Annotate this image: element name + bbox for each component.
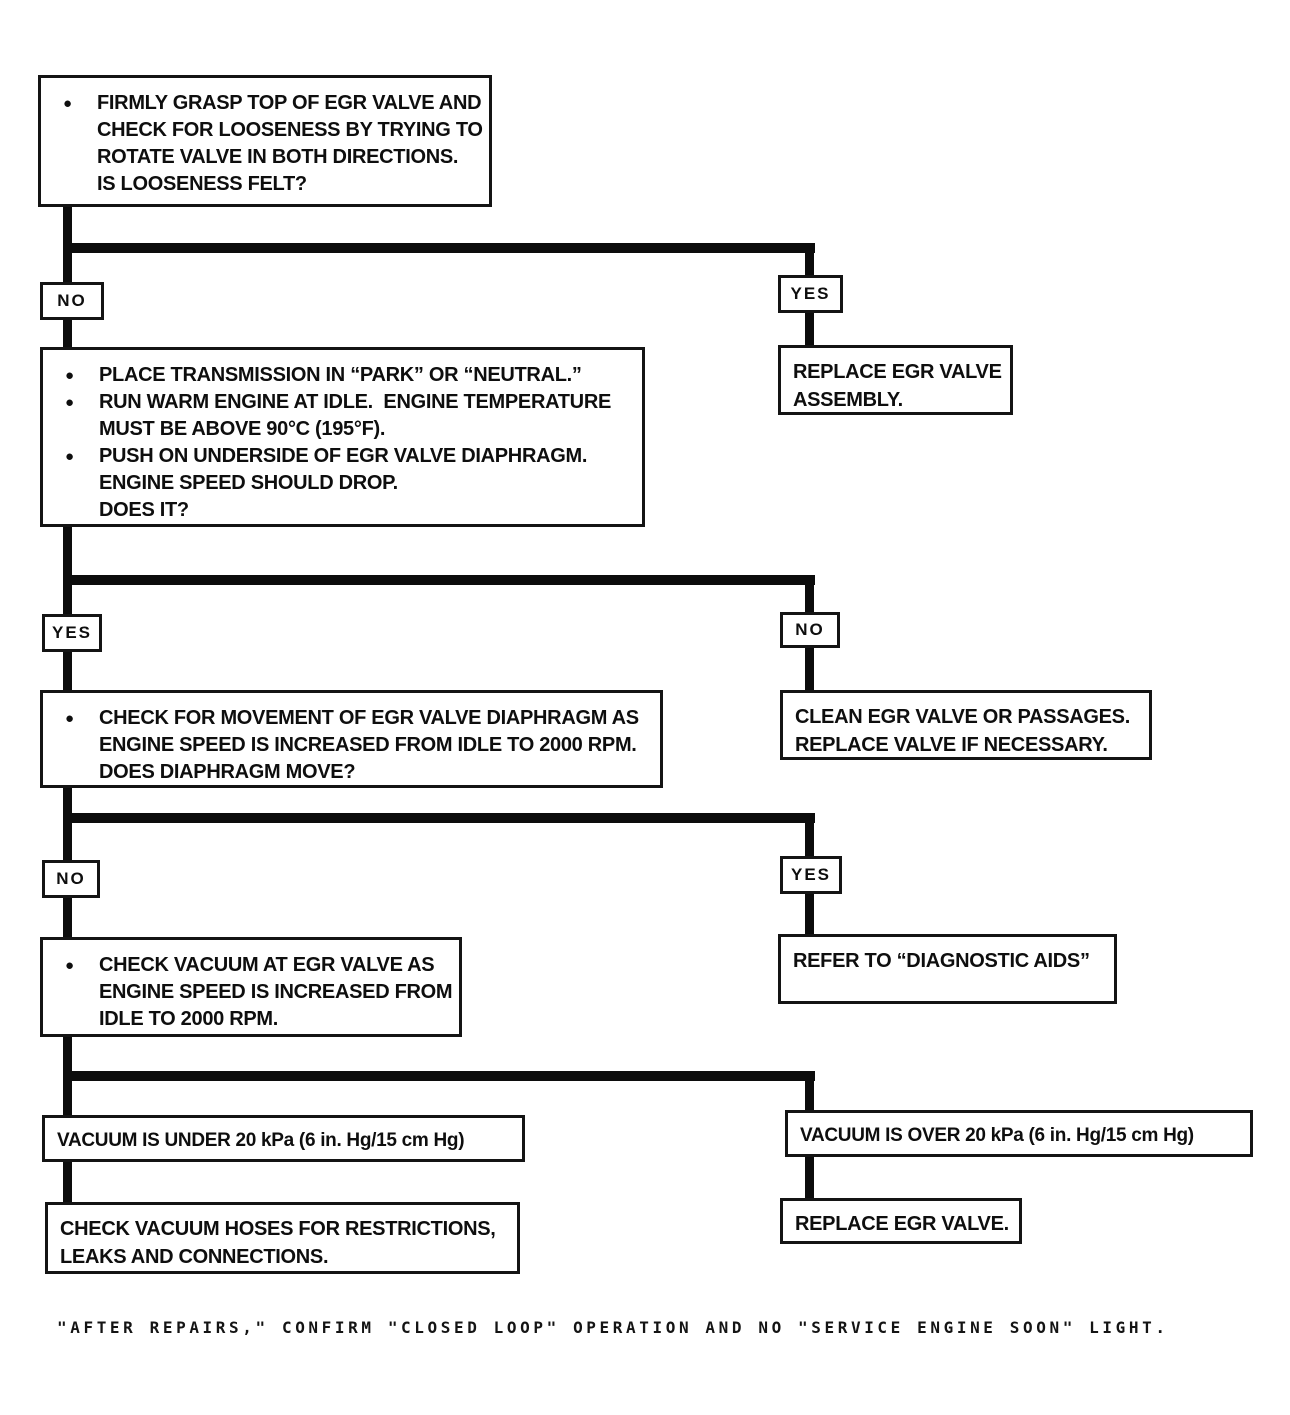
node-text-line: CHECK VACUUM AT EGR VALVE AS [99, 954, 435, 976]
bullet-icon [57, 952, 99, 979]
decision-text: NO [795, 620, 825, 639]
connector-line [805, 1071, 814, 1110]
node-check-diaphragm-movement: CHECK FOR MOVEMENT OF EGR VALVE DIAPHRAG… [40, 690, 663, 788]
decision-label-no: NO [780, 612, 840, 648]
node-check-vacuum-hoses: CHECK VACUUM HOSES FOR RESTRICTIONS, LEA… [45, 1202, 520, 1274]
decision-label-no: NO [40, 282, 104, 320]
connector-line [63, 205, 72, 349]
decision-label-yes: YES [780, 856, 842, 894]
node-text-line: VACUUM IS OVER 20 kPa (6 in. Hg/15 cm Hg… [800, 1125, 1194, 1146]
node-text-line: ENGINE SPEED IS INCREASED FROM [99, 981, 453, 1003]
bullet-item: PUSH ON UNDERSIDE OF EGR VALVE DIAPHRAGM… [57, 443, 632, 524]
node-text-line: ENGINE SPEED SHOULD DROP. [99, 472, 398, 494]
node-vacuum-over: VACUUM IS OVER 20 kPa (6 in. Hg/15 cm Hg… [785, 1110, 1253, 1157]
node-text-line: ASSEMBLY. [793, 389, 903, 411]
node-text-line: CHECK FOR MOVEMENT OF EGR VALVE DIAPHRAG… [99, 707, 639, 729]
bullet-icon [57, 362, 99, 389]
node-refer-diagnostic-aids: REFER TO “DIAGNOSTIC AIDS” [778, 934, 1117, 1004]
node-text: RUN WARM ENGINE AT IDLE. ENGINE TEMPERAT… [99, 389, 632, 443]
node-text-line: REPLACE EGR VALVE. [795, 1213, 1009, 1235]
node-text-line: FIRMLY GRASP TOP OF EGR VALVE AND [97, 92, 482, 114]
node-text: PLACE TRANSMISSION IN “PARK” OR “NEUTRAL… [99, 362, 632, 389]
node-text-line: CLEAN EGR VALVE OR PASSAGES. [795, 706, 1130, 728]
node-text-line: REPLACE EGR VALVE [793, 361, 1002, 383]
node-text-line: VACUUM IS UNDER 20 kPa (6 in. Hg/15 cm H… [57, 1130, 465, 1151]
bullet-item: RUN WARM ENGINE AT IDLE. ENGINE TEMPERAT… [57, 389, 632, 443]
node-text-line: RUN WARM ENGINE AT IDLE. ENGINE TEMPERAT… [99, 391, 611, 413]
decision-text: YES [790, 865, 832, 884]
node-check-vacuum: CHECK VACUUM AT EGR VALVE AS ENGINE SPEE… [40, 937, 462, 1037]
node-text-line: IS LOOSENESS FELT? [97, 173, 307, 195]
node-text-line: MUST BE ABOVE 90°C (195°F). [99, 418, 386, 440]
bullet-item: CHECK VACUUM AT EGR VALVE AS ENGINE SPEE… [57, 952, 453, 1033]
connector-line [63, 1071, 815, 1081]
node-text-line: DOES DIAPHRAGM MOVE? [99, 761, 356, 783]
connector-line [805, 1153, 814, 1198]
node-text-line: CHECK VACUUM HOSES FOR RESTRICTIONS, [60, 1218, 496, 1240]
node-replace-egr-valve: REPLACE EGR VALVE. [780, 1198, 1022, 1244]
bullet-item: FIRMLY GRASP TOP OF EGR VALVE AND CHECK … [55, 90, 483, 198]
connector-line [63, 243, 815, 253]
node-text: FIRMLY GRASP TOP OF EGR VALVE AND CHECK … [97, 90, 483, 198]
decision-label-yes: YES [778, 275, 843, 313]
node-text: CHECK FOR MOVEMENT OF EGR VALVE DIAPHRAG… [99, 705, 650, 786]
connector-line [63, 1158, 72, 1202]
connector-line [63, 525, 72, 692]
decision-label-yes: YES [42, 614, 102, 652]
decision-text: NO [56, 869, 86, 888]
node-text: PUSH ON UNDERSIDE OF EGR VALVE DIAPHRAGM… [99, 443, 632, 524]
node-text-line: CHECK FOR LOOSENESS BY TRYING TO [97, 119, 483, 141]
footer-note: "AFTER REPAIRS," CONFIRM "CLOSED LOOP" O… [57, 1318, 1169, 1337]
node-replace-egr-assembly: REPLACE EGR VALVE ASSEMBLY. [778, 345, 1013, 415]
bullet-icon [55, 90, 97, 117]
bullet-item: CHECK FOR MOVEMENT OF EGR VALVE DIAPHRAG… [57, 705, 650, 786]
node-check-looseness: FIRMLY GRASP TOP OF EGR VALVE AND CHECK … [38, 75, 492, 207]
node-text-line: ROTATE VALVE IN BOTH DIRECTIONS. [97, 146, 459, 168]
node-text-line: REPLACE VALVE IF NECESSARY. [795, 734, 1108, 756]
decision-text: YES [51, 623, 93, 642]
node-text-line: REFER TO “DIAGNOSTIC AIDS” [793, 950, 1090, 972]
connector-line [63, 813, 815, 823]
connector-line [63, 575, 815, 585]
node-text-line: DOES IT? [99, 499, 189, 521]
bullet-item: PLACE TRANSMISSION IN “PARK” OR “NEUTRAL… [57, 362, 632, 389]
node-warm-engine-test: PLACE TRANSMISSION IN “PARK” OR “NEUTRAL… [40, 347, 645, 527]
decision-text: YES [790, 284, 831, 303]
node-text-line: ENGINE SPEED IS INCREASED FROM IDLE TO 2… [99, 734, 637, 756]
bullet-icon [57, 389, 99, 416]
node-text: CHECK VACUUM AT EGR VALVE AS ENGINE SPEE… [99, 952, 453, 1033]
decision-label-no: NO [42, 860, 100, 898]
decision-text: NO [57, 291, 87, 310]
bullet-icon [57, 705, 99, 732]
node-text-line: PUSH ON UNDERSIDE OF EGR VALVE DIAPHRAGM… [99, 445, 588, 467]
node-text-line: IDLE TO 2000 RPM. [99, 1008, 279, 1030]
bullet-icon [57, 443, 99, 470]
node-clean-egr-valve: CLEAN EGR VALVE OR PASSAGES. REPLACE VAL… [780, 690, 1152, 760]
node-text-line: LEAKS AND CONNECTIONS. [60, 1246, 329, 1268]
node-vacuum-under: VACUUM IS UNDER 20 kPa (6 in. Hg/15 cm H… [42, 1115, 525, 1162]
node-text-line: PLACE TRANSMISSION IN “PARK” OR “NEUTRAL… [99, 364, 582, 386]
